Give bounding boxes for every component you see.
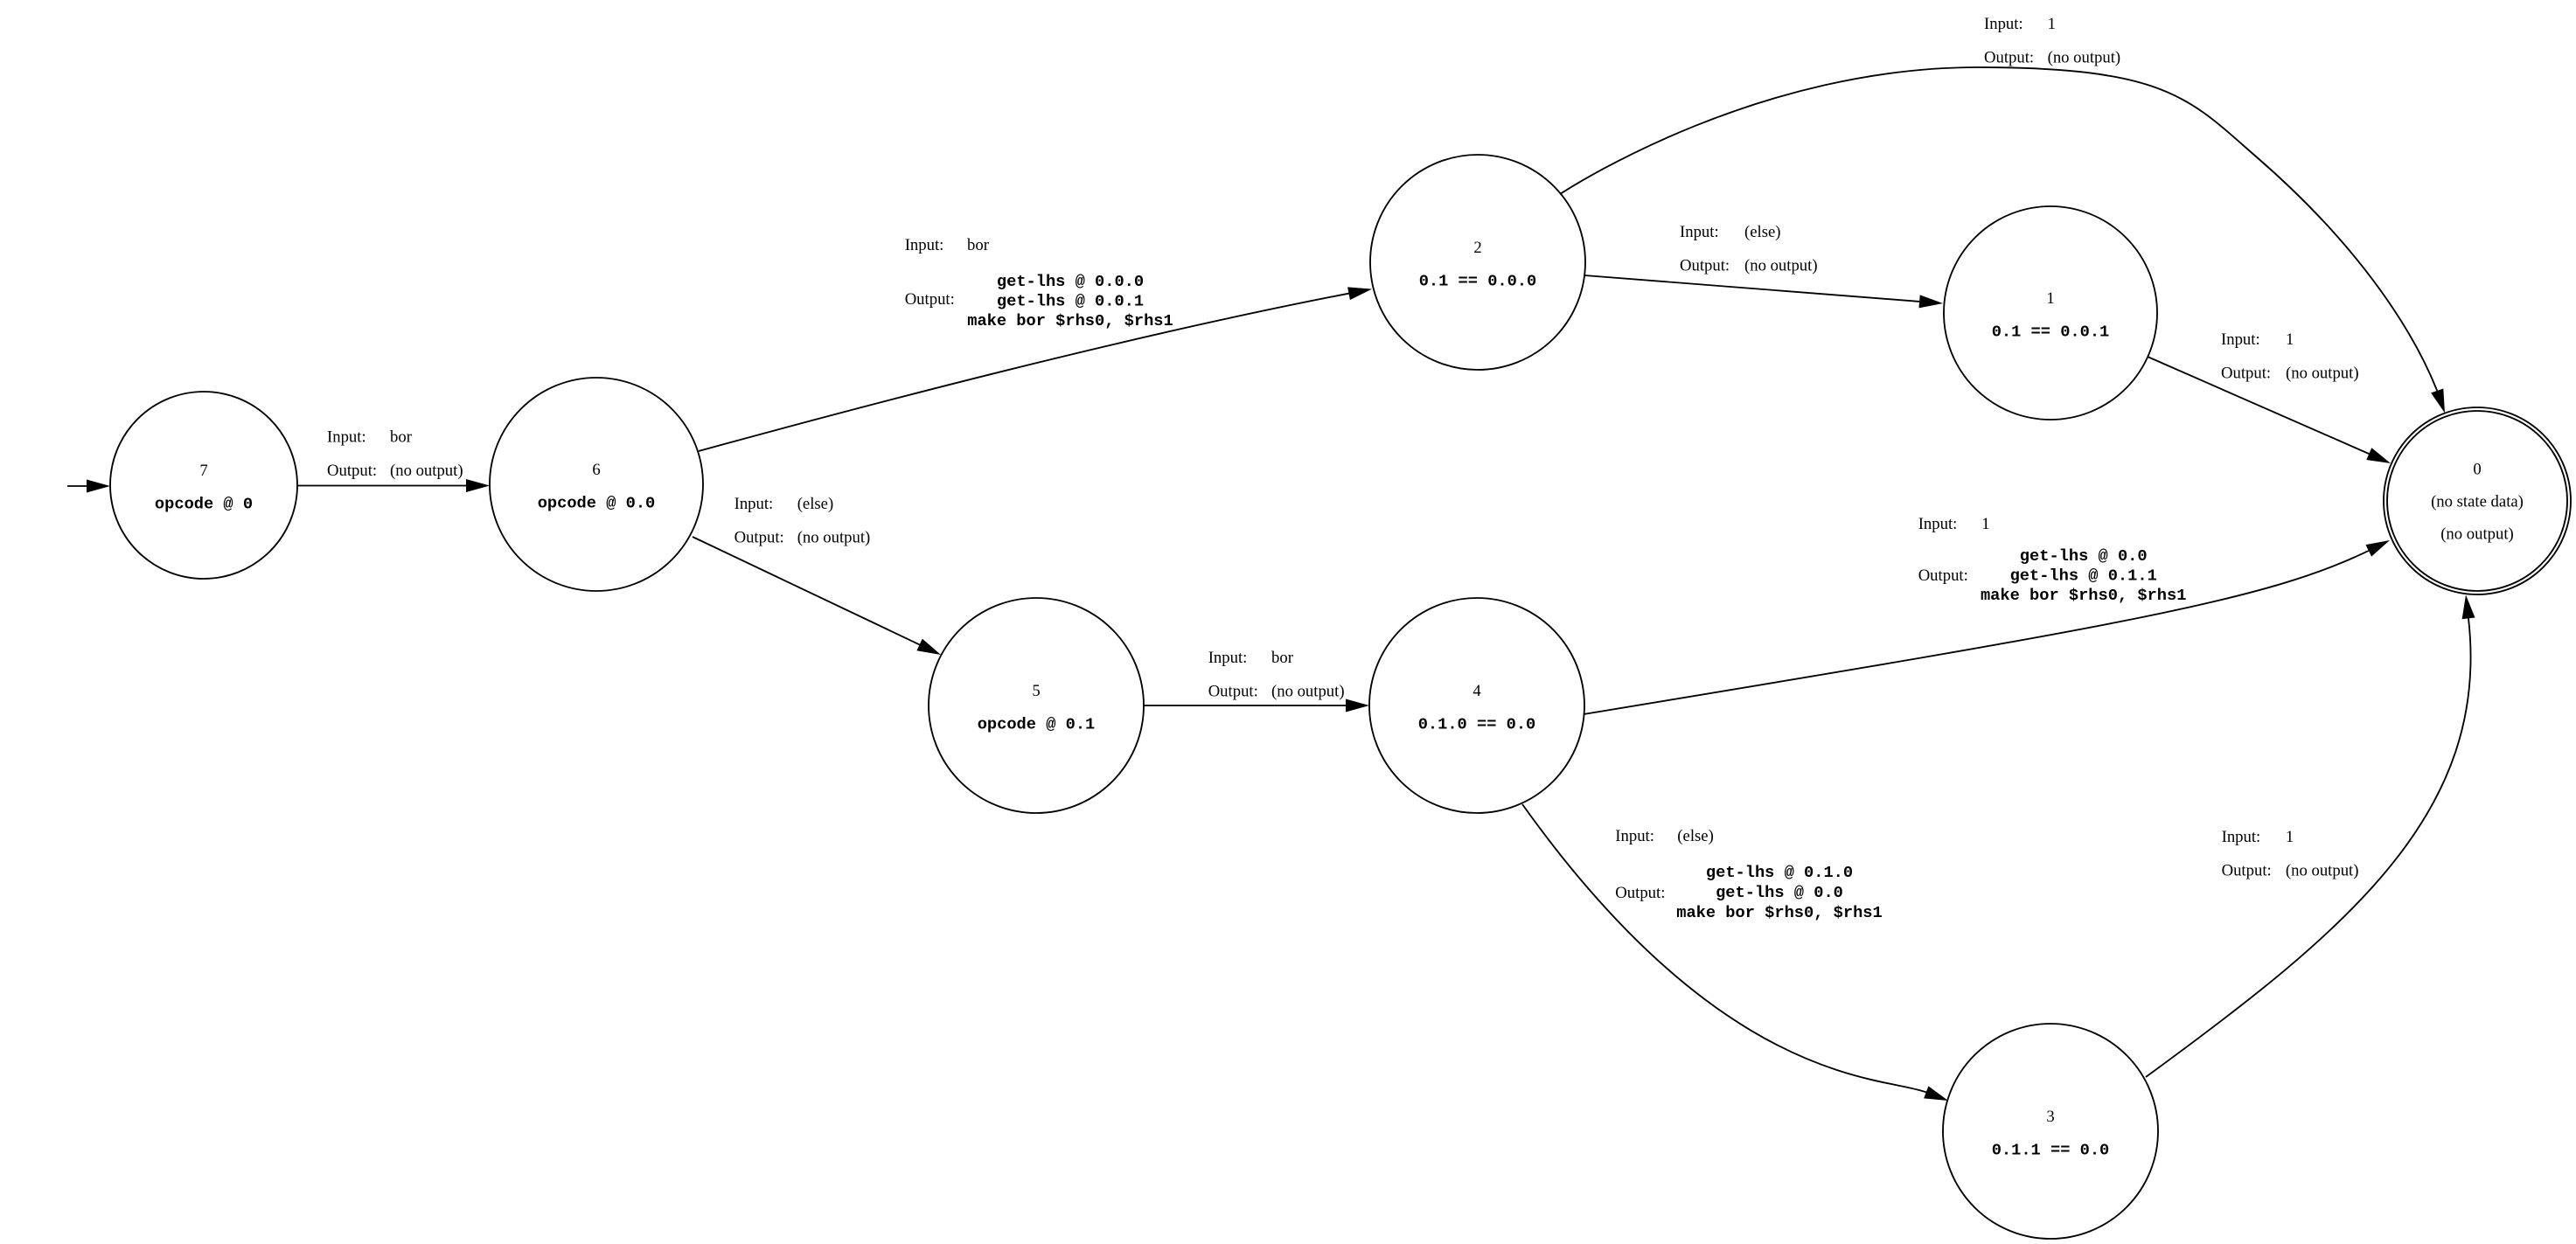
svg-text:(no output): (no output) (390, 462, 463, 480)
svg-text:bor: bor (1271, 649, 1294, 667)
svg-text:Output:: Output: (1984, 49, 2034, 67)
svg-text:(no output): (no output) (2286, 862, 2359, 880)
svg-text:3: 3 (2046, 1108, 2054, 1126)
svg-text:Output:: Output: (1680, 257, 1730, 275)
svg-text:get-lhs @ 0.1.1: get-lhs @ 0.1.1 (2010, 566, 2157, 586)
svg-text:1: 1 (2286, 828, 2294, 846)
svg-text:Input:: Input: (1984, 15, 2023, 33)
svg-text:Output:: Output: (2222, 862, 2272, 880)
svg-text:1: 1 (2046, 289, 2054, 308)
svg-text:Input:: Input: (1918, 515, 1958, 533)
svg-text:Input:: Input: (735, 495, 774, 513)
svg-text:opcode @ 0.1: opcode @ 0.1 (978, 715, 1096, 734)
svg-text:(else): (else) (1744, 223, 1781, 241)
svg-text:bor: bor (967, 236, 990, 254)
svg-text:(no output): (no output) (2286, 365, 2359, 383)
svg-text:Output:: Output: (1208, 683, 1258, 701)
svg-text:1: 1 (2048, 15, 2056, 33)
svg-text:Output:: Output: (735, 529, 784, 547)
svg-text:(no output): (no output) (2048, 49, 2121, 67)
svg-text:get-lhs @ 0.0.0: get-lhs @ 0.0.0 (997, 272, 1144, 291)
svg-text:Input:: Input: (1680, 223, 1719, 241)
svg-text:6: 6 (592, 461, 600, 479)
svg-text:make bor $rhs0, $rhs1: make bor $rhs0, $rhs1 (967, 311, 1173, 330)
svg-text:Output:: Output: (905, 290, 955, 309)
svg-text:(else): (else) (1677, 827, 1714, 845)
svg-text:get-lhs @ 0.1.0: get-lhs @ 0.1.0 (1706, 863, 1853, 882)
svg-text:make bor $rhs0, $rhs1: make bor $rhs0, $rhs1 (1676, 903, 1883, 922)
svg-text:make bor $rhs0, $rhs1: make bor $rhs0, $rhs1 (1981, 586, 2187, 605)
svg-text:Input:: Input: (2222, 828, 2261, 846)
svg-text:Input:: Input: (1615, 827, 1654, 845)
svg-text:1: 1 (1981, 515, 1989, 533)
svg-text:0.1.1 == 0.0: 0.1.1 == 0.0 (1992, 1141, 2110, 1160)
svg-text:(no state data): (no state data) (2431, 493, 2524, 511)
svg-text:0.1 == 0.0.0: 0.1 == 0.0.0 (1419, 272, 1537, 291)
svg-text:7: 7 (199, 462, 207, 480)
svg-text:(no output): (no output) (1744, 257, 1818, 275)
svg-text:Output:: Output: (327, 462, 377, 480)
svg-text:Output:: Output: (1918, 566, 1968, 585)
svg-text:(no output): (no output) (797, 529, 871, 547)
svg-text:0: 0 (2473, 461, 2481, 479)
svg-text:get-lhs @ 0.0: get-lhs @ 0.0 (2020, 546, 2148, 566)
svg-text:Input:: Input: (327, 428, 366, 447)
svg-text:Input:: Input: (1208, 649, 1248, 667)
svg-text:0.1.0 == 0.0: 0.1.0 == 0.0 (1418, 715, 1536, 734)
svg-text:1: 1 (2286, 330, 2294, 349)
svg-text:get-lhs @ 0.0.1: get-lhs @ 0.0.1 (997, 292, 1144, 311)
svg-text:4: 4 (1472, 682, 1481, 700)
svg-text:Output:: Output: (1615, 884, 1665, 902)
svg-text:(else): (else) (797, 495, 834, 513)
svg-text:5: 5 (1032, 682, 1040, 700)
svg-text:(no output): (no output) (2440, 525, 2514, 543)
svg-text:2: 2 (1473, 239, 1481, 257)
svg-text:Input:: Input: (905, 236, 944, 254)
svg-text:bor: bor (390, 428, 413, 447)
svg-text:(no output): (no output) (1271, 683, 1345, 701)
svg-text:opcode @ 0.0: opcode @ 0.0 (538, 494, 656, 513)
svg-text:Output:: Output: (2221, 365, 2271, 383)
svg-text:get-lhs @ 0.0: get-lhs @ 0.0 (1716, 883, 1843, 902)
svg-text:Input:: Input: (2221, 330, 2260, 349)
svg-text:opcode @ 0: opcode @ 0 (155, 495, 253, 514)
svg-text:0.1 == 0.0.1: 0.1 == 0.0.1 (1992, 323, 2110, 342)
